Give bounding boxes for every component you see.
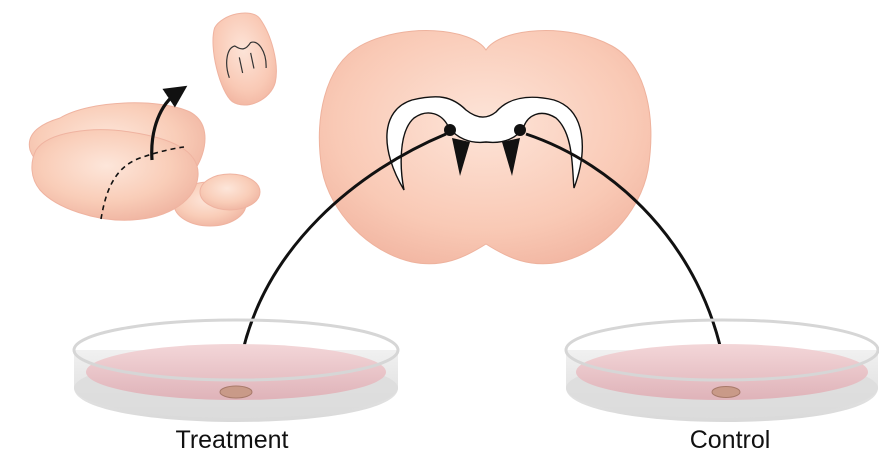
petri-dish-treatment xyxy=(74,320,398,422)
section-thumbnail-tissue xyxy=(206,8,283,110)
cerebellum-upper xyxy=(200,174,260,210)
petri-dish-control xyxy=(566,320,878,422)
brain-hemisphere-front xyxy=(32,130,198,220)
control-label: Control xyxy=(630,426,830,455)
dissection-point-right xyxy=(514,124,526,136)
whole-brain xyxy=(29,92,260,226)
coronal-section-tissue xyxy=(319,31,650,264)
treatment-label: Treatment xyxy=(132,426,332,455)
explant-slice xyxy=(220,386,252,398)
explant-slice xyxy=(712,387,740,398)
section-thumbnail xyxy=(206,8,283,110)
coronal-section xyxy=(319,31,650,264)
